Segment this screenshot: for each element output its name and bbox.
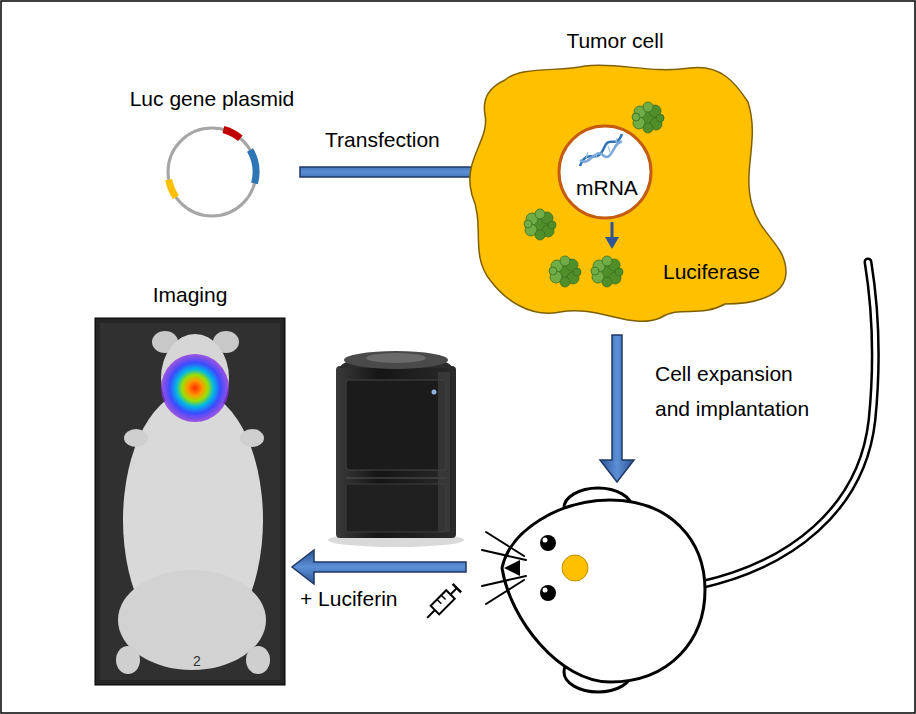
protein-label: Luciferase xyxy=(663,259,760,284)
edge-label: Transfection xyxy=(325,127,440,152)
step-arrow xyxy=(600,335,634,482)
step-arrow xyxy=(292,550,466,584)
cell-title: Tumor cell xyxy=(465,28,765,53)
imaging-instrument xyxy=(328,351,464,547)
nucleus-circle: mRNA xyxy=(557,124,653,220)
plasmid-node: Luc gene plasmid xyxy=(124,86,300,221)
node-shape xyxy=(95,282,285,685)
node-shape xyxy=(557,124,653,220)
tumor-cell: Tumor cellLuciferase mRNA xyxy=(465,28,795,328)
plasmid-title: Luc gene plasmid xyxy=(124,86,300,111)
mouse-cartoon xyxy=(482,262,875,692)
step-label: + Luciferin xyxy=(300,586,397,611)
imaging-panel: Imaging 2 xyxy=(95,282,285,685)
mrna-label: mRNA xyxy=(576,175,638,200)
animal-tag: 2 xyxy=(193,653,201,670)
syringe-icon xyxy=(423,584,461,622)
panel-title: Imaging xyxy=(95,282,285,307)
step-label: Cell expansion and implantation xyxy=(655,356,825,426)
